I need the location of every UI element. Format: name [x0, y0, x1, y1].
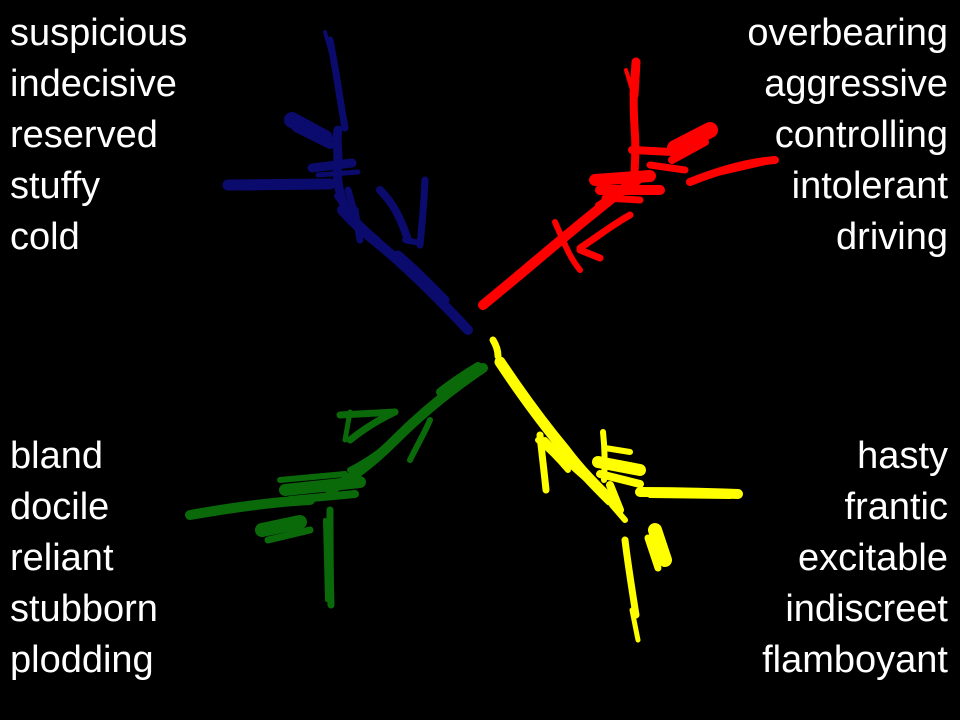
word-item: aggressive: [764, 63, 948, 105]
word-item: frantic: [844, 486, 948, 528]
word-list-bottom-left: bland docile reliant stubborn plodding: [10, 431, 158, 686]
word-item: bland: [10, 435, 103, 477]
blue-brushstroke-arm-icon: [222, 30, 473, 335]
word-item: excitable: [798, 537, 948, 579]
word-item: docile: [10, 486, 110, 528]
yellow-brushstroke-arm-icon: [489, 336, 743, 643]
red-brushstroke-arm-icon: [478, 57, 779, 310]
word-item: indecisive: [10, 63, 177, 105]
word-item: intolerant: [791, 165, 948, 207]
word-item: stuffy: [10, 165, 101, 207]
word-list-top-left: suspicious indecisive reserved stuffy co…: [10, 8, 187, 263]
word-item: suspicious: [10, 12, 188, 54]
word-item: driving: [836, 216, 948, 258]
word-item: hasty: [857, 435, 948, 477]
green-brushstroke-arm-icon: [185, 362, 488, 609]
word-item: flamboyant: [762, 639, 948, 681]
word-item: controlling: [774, 114, 948, 156]
word-item: stubborn: [10, 588, 158, 630]
word-item: indiscreet: [785, 588, 948, 630]
word-item: cold: [10, 216, 80, 258]
word-list-bottom-right: hasty frantic excitable indiscreet flamb…: [762, 431, 948, 686]
word-item: plodding: [10, 639, 154, 681]
word-item: overbearing: [747, 12, 948, 54]
word-item: reliant: [10, 537, 114, 579]
word-item: reserved: [10, 114, 158, 156]
word-list-top-right: overbearing aggressive controlling intol…: [747, 8, 948, 263]
